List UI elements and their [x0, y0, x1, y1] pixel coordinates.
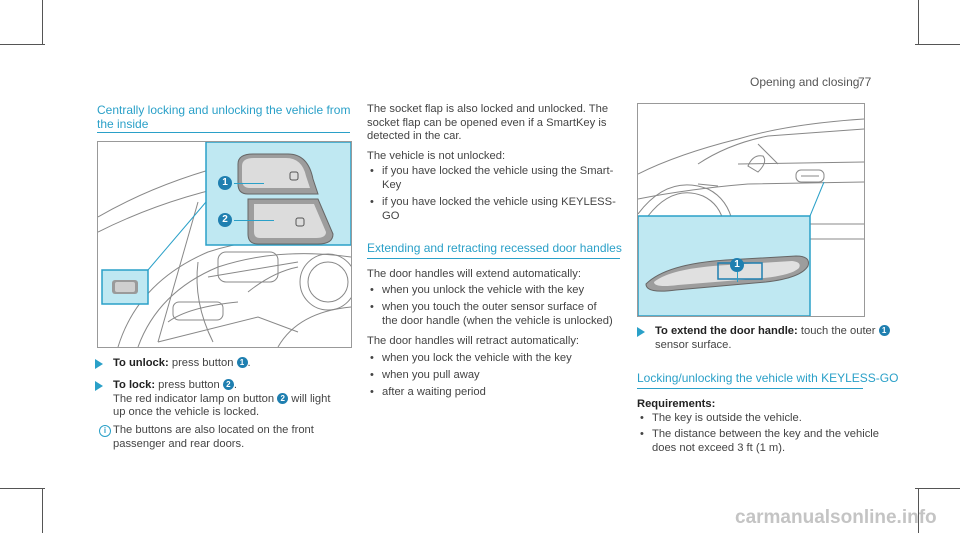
heading-rule	[367, 258, 620, 259]
bullet-item: if you have locked the vehicle using KEY…	[382, 196, 616, 223]
crop-mark	[0, 488, 45, 489]
crop-mark	[915, 488, 960, 489]
action-arrow-icon	[95, 359, 103, 369]
extend-instruction: To extend the door handle: touch the out…	[655, 325, 890, 352]
lock-end: .	[233, 379, 237, 391]
bullet: •	[370, 284, 374, 296]
callout-line	[234, 183, 264, 184]
retract-paragraph: The door handles will retract automatica…	[367, 335, 580, 347]
text-line: GO	[382, 209, 400, 222]
callout-2: 2	[222, 379, 234, 390]
action-arrow-icon	[637, 327, 645, 337]
bullet: •	[370, 165, 374, 177]
text-line: the door handle (when the vehicle is unl…	[382, 314, 613, 327]
unlock-instruction: To unlock: press button 1.	[113, 357, 251, 371]
callout-1: 1	[878, 325, 890, 336]
heading-rule	[637, 388, 863, 389]
text-line: sensor surface.	[655, 338, 732, 351]
text-line: if you have locked the vehicle using KEY…	[382, 196, 616, 208]
bullet-item: after a waiting period	[382, 386, 486, 398]
crop-mark	[42, 0, 43, 45]
bullet: •	[370, 301, 374, 313]
heading-line: Centrally locking and unlocking the vehi…	[97, 103, 351, 117]
note-line: The buttons are also located on the fron…	[113, 424, 314, 436]
bullet: •	[370, 196, 374, 208]
bullet: •	[370, 352, 374, 364]
action-arrow-icon	[95, 381, 103, 391]
requirements-label: Requirements:	[637, 398, 716, 410]
callout-2: 2	[277, 392, 289, 404]
lock-text: press button	[155, 379, 223, 391]
callout-line	[737, 272, 738, 282]
callout-line	[234, 220, 274, 221]
note-text: The buttons are also located on the fron…	[113, 424, 314, 451]
unlock-text: press button	[168, 357, 237, 369]
bullet-item: when you lock the vehicle with the key	[382, 352, 572, 364]
info-icon: i	[99, 425, 111, 437]
heading-rule	[97, 132, 350, 133]
lock-line: will light	[288, 392, 331, 405]
extend-text: touch the outer	[797, 325, 879, 337]
crop-mark	[918, 0, 919, 45]
lock-line: The red indicator lamp on button	[113, 392, 278, 405]
text-line: does not exceed 3 ft (1 m).	[652, 441, 786, 454]
bullet-item: when you touch the outer sensor surface …	[382, 301, 613, 328]
unlock-end: .	[247, 357, 251, 369]
requirement-item: The key is outside the vehicle.	[652, 412, 802, 424]
text-line: detected in the car.	[367, 130, 462, 142]
door-interior-illustration	[98, 142, 351, 347]
door-lock-buttons-figure: 1 2	[97, 141, 352, 348]
callout-2: 2	[218, 213, 232, 227]
extend-paragraph: The door handles will extend automatical…	[367, 268, 581, 280]
callout-1: 1	[236, 357, 248, 368]
bullet: •	[370, 386, 374, 398]
bullet-item: if you have locked the vehicle using the…	[382, 165, 613, 192]
bullet-item: when you unlock the vehicle with the key	[382, 284, 585, 296]
bullet: •	[640, 412, 644, 424]
crop-mark	[42, 488, 43, 533]
text-line: socket flap can be opened even if a Smar…	[367, 116, 607, 129]
lock-line: up once the vehicle is locked.	[113, 406, 260, 418]
heading-line: the inside	[97, 117, 149, 131]
bullet: •	[370, 369, 374, 381]
text-line: if you have locked the vehicle using the…	[382, 165, 614, 177]
car-side-illustration	[638, 118, 864, 316]
bullet-item: when you pull away	[382, 369, 480, 381]
crop-mark	[918, 488, 919, 533]
watermark: carmanualsonline.info	[735, 507, 937, 528]
text-line: The socket flap is also locked and unloc…	[367, 103, 609, 115]
note-line: passenger and rear doors.	[113, 437, 245, 450]
requirement-item: The distance between the key and the veh…	[652, 428, 879, 455]
text-line: when you touch the outer sensor surface …	[382, 301, 597, 313]
lock-label: To lock:	[113, 379, 156, 391]
unlock-label: To unlock:	[113, 357, 169, 369]
crop-mark	[915, 44, 960, 45]
lock-instruction: To lock: press button 2. The red indicat…	[113, 379, 330, 420]
bullet: •	[640, 428, 644, 440]
callout-1: 1	[730, 258, 744, 272]
crop-mark	[0, 44, 45, 45]
not-unlocked-paragraph: The vehicle is not unlocked:	[367, 150, 506, 162]
section-heading-door-handles: Extending and retracting recessed door h…	[367, 241, 622, 255]
text-line: Key	[382, 178, 402, 191]
callout-1: 1	[218, 176, 232, 190]
socket-flap-paragraph: The socket flap is also locked and unloc…	[367, 103, 608, 144]
page-number: 77	[858, 75, 872, 89]
door-handle-figure: 1	[637, 103, 865, 317]
running-header: Opening and closing	[750, 75, 860, 89]
text-line: The distance between the key and the veh…	[652, 428, 880, 440]
section-heading-central-locking: Centrally locking and unlocking the vehi…	[97, 103, 350, 131]
section-heading-keyless-go: Locking/unlocking the vehicle with KEYLE…	[637, 371, 899, 385]
extend-label: To extend the door handle:	[655, 325, 798, 337]
